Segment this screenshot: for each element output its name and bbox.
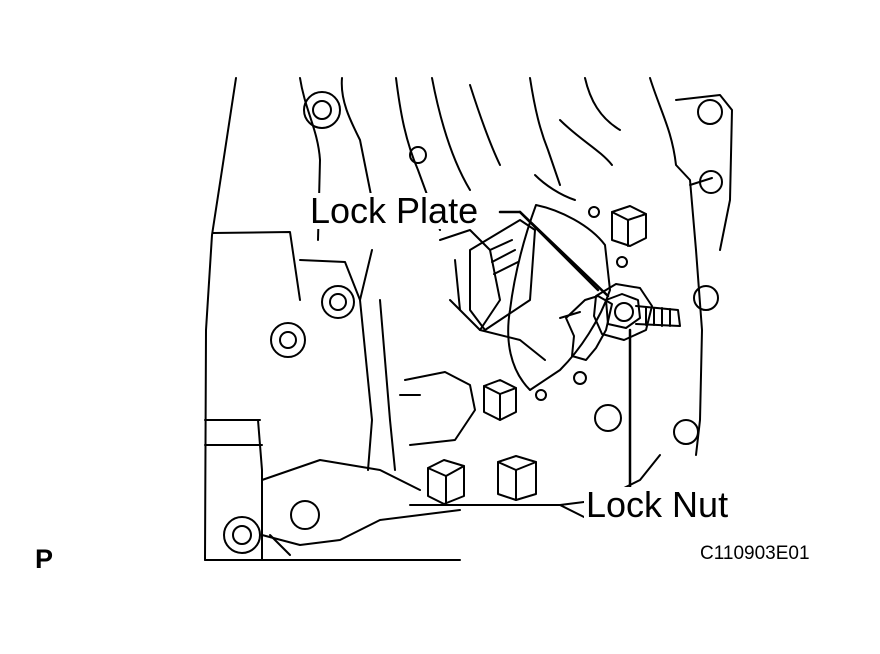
lock-plate-label: Lock Plate <box>308 190 481 231</box>
hex-bolts <box>428 206 646 504</box>
manual-valve-shaft <box>636 306 680 326</box>
neutral-start-switch <box>450 205 610 390</box>
figure-code: C110903E01 <box>700 543 810 564</box>
leader-lines <box>500 212 630 488</box>
lock-nut-label: Lock Nut <box>584 484 731 525</box>
lock-plate-shape <box>560 296 612 360</box>
housing-bolts <box>224 92 722 553</box>
position-marker: P <box>35 544 54 574</box>
lock-nut-shape <box>594 284 652 340</box>
transmission-housing <box>205 78 732 560</box>
